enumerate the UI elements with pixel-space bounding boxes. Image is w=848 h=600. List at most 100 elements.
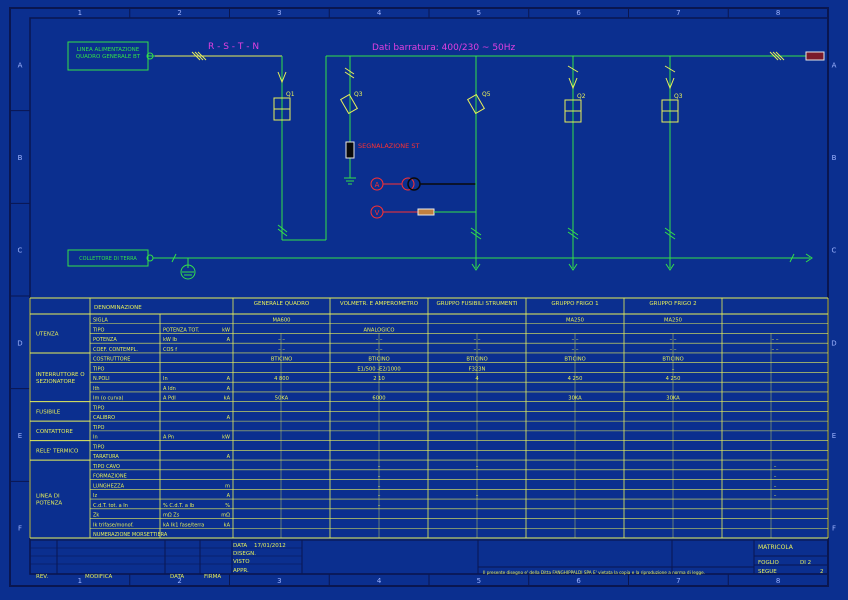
row-label: Iz — [93, 493, 97, 499]
earth-icon — [180, 264, 196, 280]
table-cell: – – — [278, 337, 285, 343]
single-line-diagram: LINEA ALIMENTAZIONE QUADRO GENERALE BT R… — [67, 41, 825, 280]
table-cell: 4 — [475, 376, 479, 382]
table-cell: MA250 — [566, 318, 584, 324]
row-unit: mΩ — [221, 513, 230, 519]
row-label: CALIBRO — [93, 415, 115, 421]
row-ref: F — [18, 525, 22, 533]
row-sublabel: A PdI — [163, 396, 176, 402]
column-ref: 3 — [277, 9, 281, 17]
matricola-label: MATRICOLA — [758, 544, 794, 551]
table-cell: – — [378, 474, 381, 480]
row-label: TIPO — [92, 327, 105, 333]
q3-label: Q3 — [354, 91, 363, 98]
modifica-label: MODIFICA — [85, 574, 113, 580]
visto-label: VISTO — [233, 559, 250, 565]
table-cell: 50KA — [275, 396, 289, 402]
group-label: LINEA DI — [36, 494, 60, 500]
row-ref: C — [832, 247, 837, 255]
data-label: DATA — [170, 574, 184, 580]
column-ref: 2 — [177, 9, 181, 17]
row-label: LUNGHEZZA — [93, 483, 125, 489]
column-ref: 1 — [78, 577, 82, 585]
firma-label: FIRMA — [204, 574, 221, 580]
row-ref: A — [18, 61, 23, 69]
row-sublabel: kW Ib — [163, 337, 177, 343]
table-cell: – — [672, 366, 675, 372]
voltmeter-fuse — [417, 208, 435, 216]
row-label: In — [93, 435, 98, 441]
row-ref: B — [832, 154, 837, 162]
header-denominazione: DENOMINAZIONE — [94, 305, 142, 311]
column-ref: 3 — [277, 577, 281, 585]
row-sublabel: POTENZA TOT. — [163, 327, 200, 333]
svg-text:V: V — [375, 209, 380, 217]
table-cell: 4 800 — [274, 376, 289, 382]
row-ref: C — [18, 247, 23, 255]
q1-label: Q1 — [286, 91, 295, 98]
row-label: C.d.T. tot. a In — [93, 503, 128, 509]
segue-value: 2 — [820, 569, 824, 575]
table-cell: MA250 — [664, 318, 682, 324]
row-label: SIGLA — [93, 318, 108, 324]
row-label: NUMERAZIONE MORSETTIERA — [93, 532, 168, 538]
table-cell: 30KA — [666, 396, 680, 402]
signal-label: SEGNALAZIONE ST — [358, 142, 419, 150]
row-unit: % — [225, 503, 230, 509]
ground-collector-box — [67, 249, 149, 267]
row-unit: A — [227, 386, 231, 392]
row-label: TIPO — [92, 425, 105, 431]
row-label: TIPO CAVO — [92, 464, 120, 470]
disegn-label: DISEGN. — [233, 551, 256, 557]
row-sublabel: In — [163, 376, 168, 382]
ground-label: COLLETTORE DI TERRA — [79, 256, 137, 262]
row-ref: D — [831, 339, 836, 347]
row-ref: A — [832, 61, 837, 69]
q5-label: Q5 — [482, 91, 491, 98]
column-header: VOLMETR. E AMPEROMETRO — [340, 301, 419, 307]
column-ref: 4 — [377, 9, 382, 17]
q3b-label: Q3 — [674, 93, 683, 100]
supply-label-1: LINEA ALIMENTAZIONE — [77, 47, 140, 53]
row-sublabel: A Pn — [163, 435, 174, 441]
group-label: POTENZA — [36, 501, 62, 507]
column-header: GRUPPO FRIGO 2 — [649, 301, 696, 307]
table-cell: – — [476, 493, 479, 499]
group-label: CONTATTORE — [36, 429, 73, 435]
row-label: COSTRUTTORE — [93, 357, 130, 363]
column-ref: 7 — [676, 577, 680, 585]
column-ref: 2 — [177, 577, 181, 585]
row-unit: kA — [224, 522, 231, 528]
row-label: Ith — [93, 386, 100, 392]
column-header: GRUPPO FUSIBILI STRUMENTI — [437, 301, 518, 307]
table-cell: – — [378, 483, 381, 489]
row-unit: A — [227, 454, 231, 460]
row-label: FORMAZIONE — [93, 474, 127, 480]
table-cell: MA600 — [273, 318, 291, 324]
row-label: N.POLI — [93, 376, 110, 382]
phase-label: R - S - T - N — [208, 42, 259, 52]
column-ref: 5 — [477, 577, 481, 585]
row-unit: A — [227, 337, 231, 343]
column-ref: 6 — [576, 9, 581, 17]
table-cell: – — [774, 493, 777, 499]
foglio-label: FOGLIO — [758, 560, 779, 566]
column-ref: 6 — [576, 577, 581, 585]
row-unit: A — [227, 493, 231, 499]
row-label: TIPO — [92, 444, 105, 450]
table-cell: – — [774, 483, 777, 489]
copyright-notice: Il presente disegno e' della Ditta FANGH… — [483, 570, 705, 575]
table-cell: – — [774, 464, 777, 470]
table-cell: ANALOGICO — [363, 327, 394, 333]
row-ref: E — [18, 432, 22, 440]
table-cell: – — [378, 503, 381, 509]
row-label: POTENZA — [93, 337, 117, 343]
column-ref: 7 — [676, 9, 680, 17]
rev-label: REV. — [36, 574, 48, 580]
row-unit: m — [225, 483, 230, 489]
row-unit: kA — [224, 396, 231, 402]
